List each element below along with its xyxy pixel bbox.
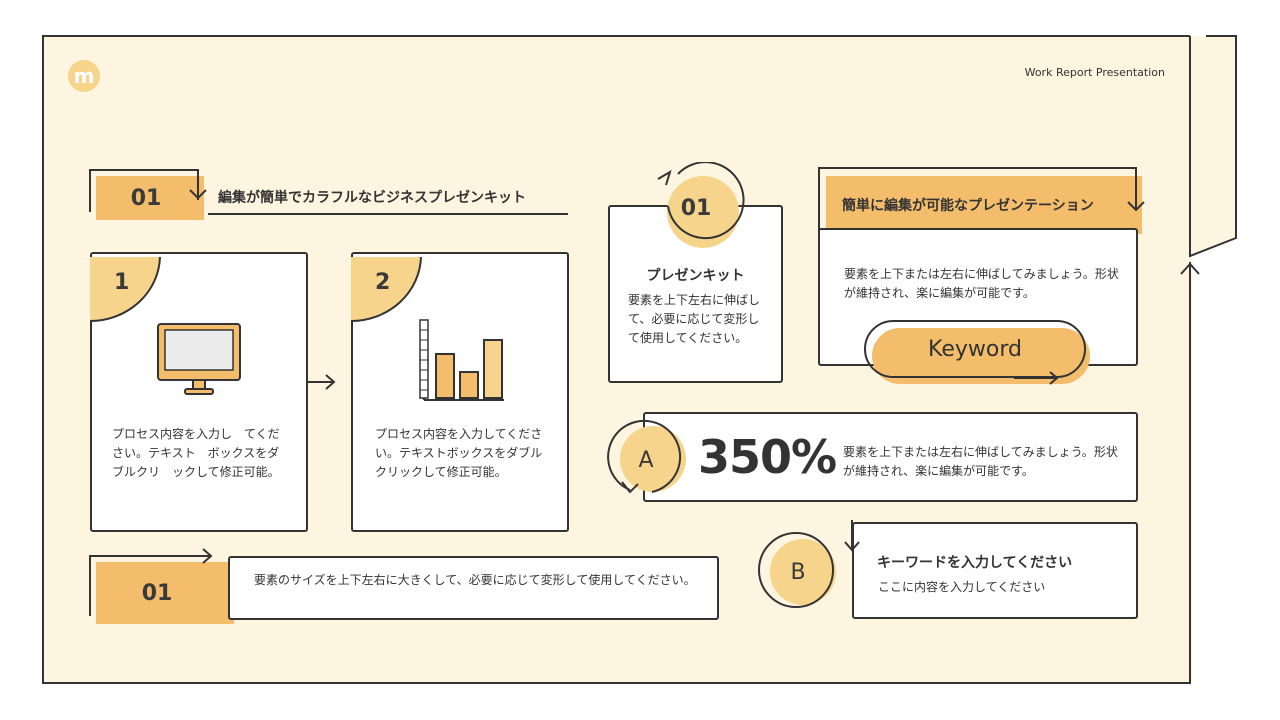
stat-value: 350% [698, 430, 837, 484]
keyword-pill: Keyword [864, 320, 1086, 378]
bar-chart-icon [419, 319, 504, 401]
step-number: 2 [375, 270, 391, 295]
feature-header-fill [826, 176, 1142, 234]
stat-description: 要素を上下または左右に伸ばしてみましょう。形状が維持され、楽に編集が可能です。 [843, 445, 1118, 478]
step-number: 1 [114, 270, 130, 295]
note-text: 要素のサイズを上下左右に大きくして、必要に応じて変形して使用してください。 [254, 573, 696, 587]
note-number-tag: 01 [96, 562, 234, 624]
section-number-tag: 01 [96, 176, 204, 220]
step-description: プロセス内容を入力してください。テキストボックスをダブルクリックして修正可能。 [375, 427, 543, 479]
arrow-right-icon [308, 374, 336, 390]
keyword-letter: B [790, 560, 806, 585]
feature-title: 簡単に編集が可能なプレゼンテーション [842, 198, 1094, 214]
step-number-badge [89, 256, 161, 322]
stat-letter: A [638, 448, 654, 473]
brand-logo: m [68, 60, 100, 92]
kit-description: 要素を上下左右に伸ばして、必要に応じて変形して使用してください。 [628, 293, 761, 345]
feature-description: 要素を上下または左右に伸ばしてみましょう。形状が維持され、楽に編集が可能です。 [844, 267, 1119, 300]
presentation-title: Work Report Presentation [1024, 66, 1165, 79]
stat-card [643, 412, 1138, 502]
kit-title: プレゼンキット [646, 268, 745, 284]
keyword-card [852, 522, 1138, 619]
note-card [228, 556, 719, 620]
kit-number-circle [667, 176, 739, 248]
arrow-right-icon [1014, 371, 1059, 385]
keyword-letter-circle [758, 532, 834, 608]
keyword-description: ここに内容を入力してください [878, 580, 1046, 594]
step-description: プロセス内容を入力し てください。テキスト ボックスをダブルクリ ックして修正可… [112, 427, 280, 479]
keyword-title: キーワードを入力してください [877, 555, 1073, 571]
kit-number: 01 [680, 196, 712, 221]
step-number-badge [350, 256, 422, 322]
circular-arrow-icon [657, 162, 745, 240]
section-heading-text: 編集が簡単でカラフルなビジネスプレゼンキット [218, 190, 526, 206]
circular-arrow-icon [607, 419, 682, 494]
monitor-icon [157, 323, 241, 395]
